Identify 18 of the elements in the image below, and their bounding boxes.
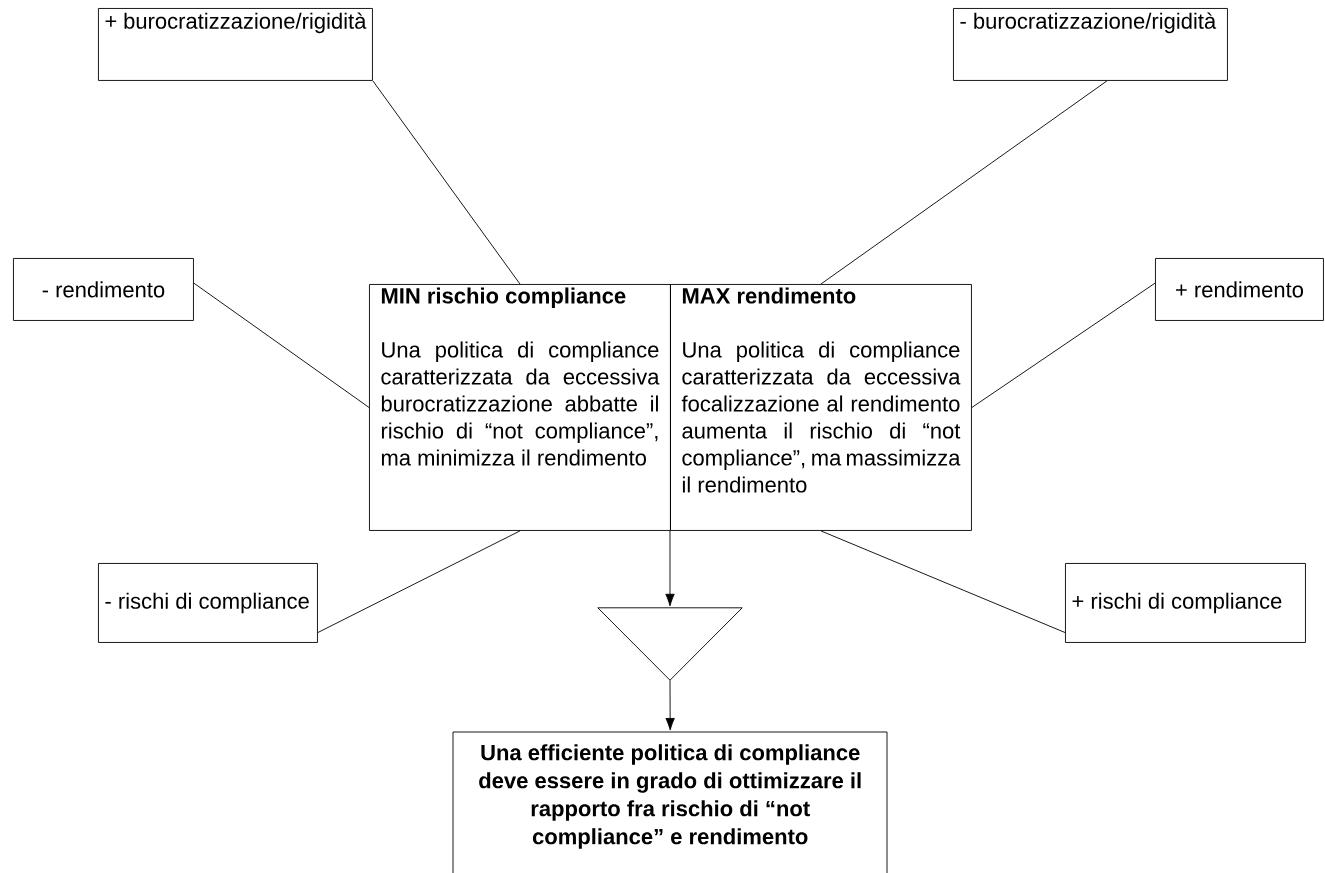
text-box: - rendimento bbox=[13, 258, 194, 321]
connector-line bbox=[971, 282, 1156, 408]
merge-triangle bbox=[597, 607, 743, 681]
text-box: + burocratizzazione/rigidità bbox=[98, 8, 373, 81]
column-box: MAX rendimento Una politica di compliance caratterizzata da eccessiva focalizzazione al rendimento aumenta il rischio di “not compliance”, ma massimizza il rendimento bbox=[670, 284, 972, 531]
connector-line bbox=[820, 80, 1108, 285]
connector-line bbox=[193, 282, 370, 408]
column-box: MIN rischio compliance Una politica di compliance caratterizzata da eccessiva burocratizzazione abbatte il rischio di “not compliance”, ma minimizza il rendimento bbox=[369, 284, 671, 531]
connector-line bbox=[317, 530, 521, 633]
text-box: + rendimento bbox=[1155, 258, 1324, 321]
conclusion-box: Una efficiente politica di compliance deve essere in grado di ottimizzare il rapporto fra rischio di “not compliance” e rendimento bbox=[452, 731, 888, 873]
arrow bbox=[665, 530, 675, 607]
text-box: - rischi di compliance bbox=[98, 563, 318, 643]
connector-line bbox=[820, 530, 1066, 633]
text-box: + rischi di compliance bbox=[1065, 563, 1306, 643]
arrow bbox=[665, 679, 675, 731]
connector-line bbox=[372, 80, 521, 285]
text-box: - burocratizzazione/rigidità bbox=[953, 8, 1228, 81]
